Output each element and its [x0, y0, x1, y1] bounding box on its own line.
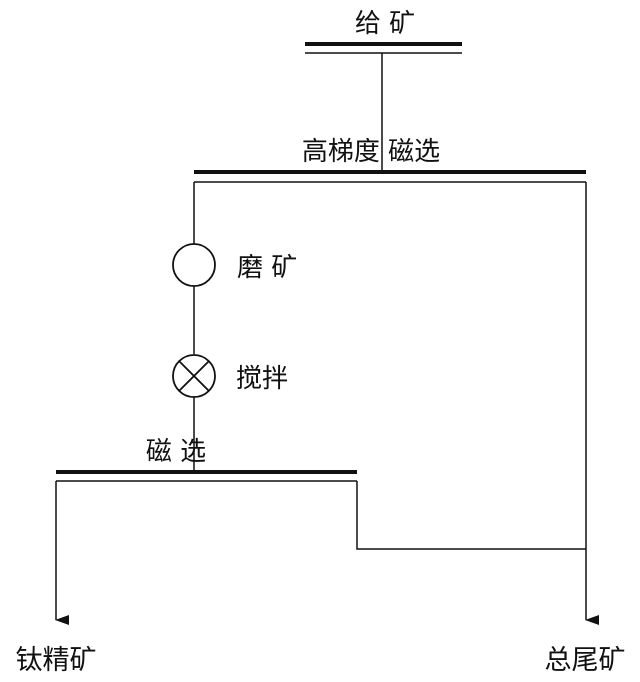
high-gradient-separation-label: 高梯度 磁选	[302, 137, 440, 167]
total-tailings-label: 总尾矿	[545, 645, 626, 676]
grinding-icon	[172, 243, 216, 287]
stirring-icon	[172, 354, 216, 398]
separation-tailings-line	[356, 481, 586, 550]
feed-label: 给 矿	[355, 9, 415, 39]
titanium-concentrate-label: 钛精矿	[16, 645, 97, 676]
grinding-label: 磨 矿	[237, 253, 297, 283]
magnetic-separation-label: 磁 选	[146, 437, 206, 467]
stirring-label: 搅拌	[236, 364, 288, 394]
